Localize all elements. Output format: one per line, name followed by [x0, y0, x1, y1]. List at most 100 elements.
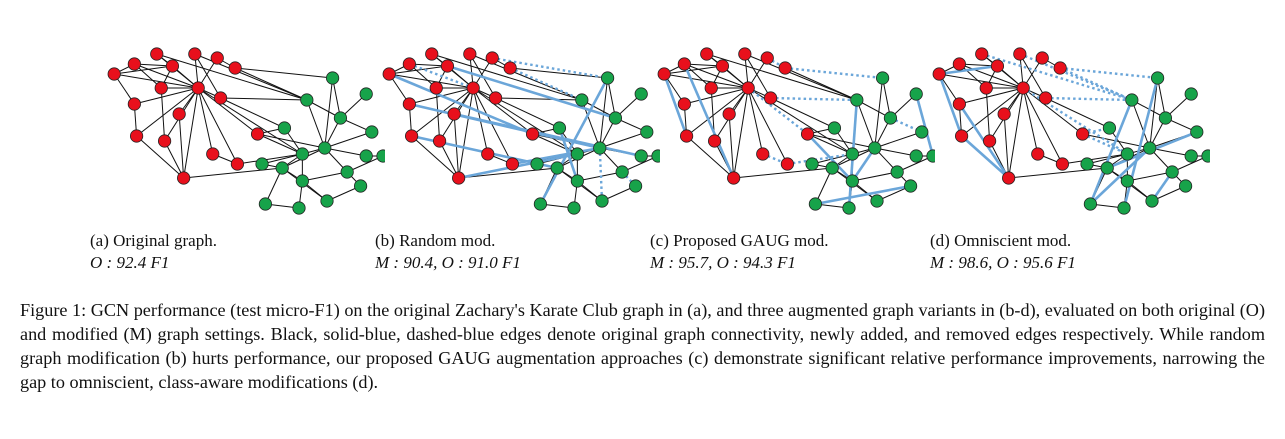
node-green [275, 161, 289, 175]
node-green [926, 149, 935, 163]
node-green [890, 165, 904, 179]
edge-original [856, 99, 876, 149]
node-green [845, 147, 859, 161]
edge-original [1008, 87, 1024, 179]
panel-b [370, 30, 660, 215]
node-red [1035, 51, 1049, 65]
node-green [1120, 174, 1134, 188]
edge-added [939, 64, 998, 76]
edge-added [851, 147, 876, 182]
subcaption-b-block: (b) Random mod. M : 90.4, O : 91.0 F1 [375, 230, 521, 274]
node-green [651, 149, 660, 163]
node-green [1151, 71, 1165, 85]
node-green [868, 141, 882, 155]
node-red [214, 91, 228, 105]
node-green [1102, 121, 1117, 135]
node-red [127, 57, 141, 71]
edge-original [237, 153, 303, 165]
node-red [756, 147, 770, 161]
node-green [850, 93, 864, 107]
edge-original [389, 65, 448, 75]
edge-original [770, 97, 835, 129]
node-green [552, 121, 567, 135]
node-green [277, 121, 292, 135]
node-red [657, 67, 671, 81]
edge-added [937, 73, 963, 137]
node-green [883, 111, 898, 125]
metric-d: M : 98.6, O : 95.6 F1 [930, 253, 1076, 272]
edge-original [160, 87, 166, 142]
graph-gaug-mod [657, 47, 935, 215]
node-red [1013, 47, 1027, 61]
edge-original [961, 87, 1024, 137]
node-red [452, 171, 466, 185]
edge-added [683, 63, 735, 179]
node-green [1143, 141, 1157, 155]
edge-added [388, 72, 534, 136]
edge-removed [1019, 52, 1133, 102]
edge-original [733, 167, 833, 179]
edge-removed [1060, 66, 1158, 80]
edge-removed [1082, 132, 1128, 156]
subcaption-d: (d) Omniscient mod. [930, 231, 1072, 250]
node-green [376, 149, 385, 163]
edge-original [664, 73, 749, 89]
node-green [628, 179, 643, 193]
edges [937, 52, 1209, 209]
node-green [634, 149, 648, 163]
nodes [107, 47, 385, 215]
node-green [615, 165, 629, 179]
edge-original [874, 131, 922, 149]
edge-original [439, 140, 460, 179]
node-green [827, 121, 842, 135]
edge-original [959, 63, 1024, 89]
node-green [842, 201, 856, 215]
node-green [593, 141, 607, 155]
node-green [300, 93, 314, 107]
edge-original [257, 133, 325, 149]
edge-original [733, 87, 749, 179]
edge-original [114, 73, 199, 89]
node-green [567, 201, 581, 215]
node-green [808, 197, 822, 211]
subcaption-a-block: (a) Original graph. O : 92.4 F1 [90, 230, 217, 274]
node-red [230, 157, 244, 171]
node-red [188, 47, 202, 61]
edge-original [814, 167, 833, 205]
node-red [402, 97, 416, 111]
node-red [760, 51, 774, 65]
edge-original [156, 53, 307, 101]
edge-original [939, 73, 1024, 89]
edge-original [1022, 87, 1039, 155]
node-red [1075, 127, 1090, 141]
edge-original [302, 171, 348, 182]
edge-original [435, 87, 441, 142]
node-green [533, 197, 547, 211]
node-red [778, 61, 792, 75]
node-green [258, 197, 272, 211]
node-green [570, 174, 584, 188]
node-green [318, 141, 332, 155]
edge-original [220, 97, 307, 101]
edge-original [1157, 77, 1166, 119]
edge-original [747, 87, 764, 155]
edge-original [458, 167, 558, 179]
node-red [704, 81, 718, 95]
edge-original [807, 133, 875, 149]
node-green [909, 87, 923, 101]
edge-original [852, 171, 898, 182]
edge-added [512, 146, 600, 166]
node-green [1125, 93, 1139, 107]
edge-original [747, 87, 788, 165]
node-green [550, 161, 564, 175]
edge-original [183, 167, 283, 179]
edge-removed [598, 147, 604, 202]
node-red [997, 107, 1011, 121]
edges [662, 53, 935, 209]
edge-original [134, 87, 199, 105]
edge-added [558, 127, 579, 182]
edge-original [472, 87, 513, 165]
nodes [932, 47, 1210, 215]
edge-original [728, 113, 735, 179]
subcaption-a: (a) Original graph. [90, 231, 217, 250]
